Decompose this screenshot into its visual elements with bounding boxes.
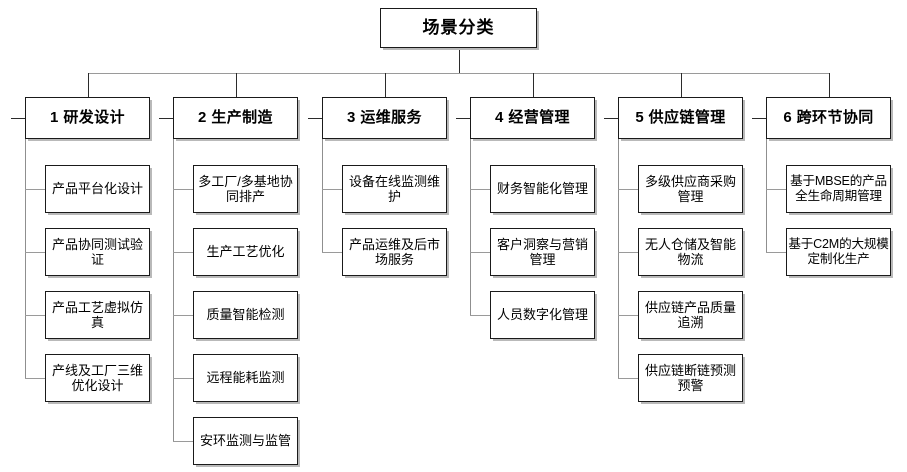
leaf-node[interactable]: 生产工艺优化 — [193, 228, 298, 276]
category-stem-connector — [87, 73, 89, 97]
leaf-node[interactable]: 基于C2M的大规模定制化生产 — [786, 228, 891, 276]
category-left-tick — [603, 118, 618, 119]
leaf-node[interactable]: 多工厂/多基地协同排产 — [193, 165, 298, 213]
leaf-node[interactable]: 人员数字化管理 — [490, 291, 595, 339]
leaf-node[interactable]: 产品协同测试验证 — [45, 228, 150, 276]
category-left-tick — [751, 118, 766, 119]
leaf-node[interactable]: 远程能耗监测 — [193, 354, 298, 402]
leaf-branch-connector — [172, 252, 193, 253]
leaf-node[interactable]: 供应链产品质量追溯 — [638, 291, 743, 339]
leaf-node[interactable]: 产品平台化设计 — [45, 165, 150, 213]
leaf-node[interactable]: 供应链断链预测预警 — [638, 354, 743, 402]
leaf-branch-connector — [617, 315, 638, 316]
leaf-branch-connector — [24, 252, 45, 253]
leaf-node[interactable]: 设备在线监测维护 — [342, 165, 447, 213]
category-spine-connector — [469, 118, 471, 315]
leaf-branch-connector — [321, 189, 342, 190]
leaf-branch-connector — [469, 315, 490, 316]
leaf-node[interactable]: 无人仓储及智能物流 — [638, 228, 743, 276]
distribution-bus-connector — [87, 73, 829, 74]
category-header-1[interactable]: 1 研发设计 — [25, 97, 150, 139]
leaf-node[interactable]: 财务智能化管理 — [490, 165, 595, 213]
category-spine-connector — [617, 118, 619, 378]
leaf-branch-connector — [617, 189, 638, 190]
category-left-tick — [307, 118, 322, 119]
category-spine-connector — [321, 118, 323, 252]
category-stem-connector — [532, 73, 534, 97]
leaf-node[interactable]: 多级供应商采购管理 — [638, 165, 743, 213]
category-stem-connector — [384, 73, 386, 97]
leaf-branch-connector — [24, 315, 45, 316]
leaf-branch-connector — [172, 378, 193, 379]
leaf-branch-connector — [172, 315, 193, 316]
leaf-branch-connector — [172, 189, 193, 190]
leaf-branch-connector — [765, 252, 786, 253]
leaf-branch-connector — [617, 252, 638, 253]
leaf-node[interactable]: 安环监测与监管 — [193, 417, 298, 465]
leaf-branch-connector — [765, 189, 786, 190]
leaf-node[interactable]: 产线及工厂三维优化设计 — [45, 354, 150, 402]
leaf-branch-connector — [172, 441, 193, 442]
leaf-branch-connector — [24, 189, 45, 190]
leaf-branch-connector — [617, 378, 638, 379]
leaf-node[interactable]: 质量智能检测 — [193, 291, 298, 339]
root-stem-connector — [458, 48, 460, 73]
leaf-branch-connector — [469, 189, 490, 190]
category-header-4[interactable]: 4 经营管理 — [470, 97, 595, 139]
category-stem-connector — [235, 73, 237, 97]
category-header-6[interactable]: 6 跨环节协同 — [766, 97, 891, 139]
category-header-5[interactable]: 5 供应链管理 — [618, 97, 743, 139]
leaf-branch-connector — [321, 252, 342, 253]
category-left-tick — [455, 118, 470, 119]
leaf-node[interactable]: 产品运维及后市场服务 — [342, 228, 447, 276]
category-stem-connector — [828, 73, 830, 97]
leaf-node[interactable]: 产品工艺虚拟仿真 — [45, 291, 150, 339]
category-header-2[interactable]: 2 生产制造 — [173, 97, 298, 139]
root-node: 场景分类 — [380, 8, 537, 48]
leaf-branch-connector — [469, 252, 490, 253]
category-header-3[interactable]: 3 运维服务 — [322, 97, 447, 139]
category-spine-connector — [172, 118, 174, 441]
category-spine-connector — [765, 118, 767, 252]
leaf-node[interactable]: 基于MBSE的产品全生命周期管理 — [786, 165, 891, 213]
leaf-branch-connector — [24, 378, 45, 379]
category-stem-connector — [680, 73, 682, 97]
category-left-tick — [158, 118, 173, 119]
category-spine-connector — [24, 118, 26, 378]
leaf-node[interactable]: 客户洞察与营销管理 — [490, 228, 595, 276]
category-left-tick — [10, 118, 25, 119]
